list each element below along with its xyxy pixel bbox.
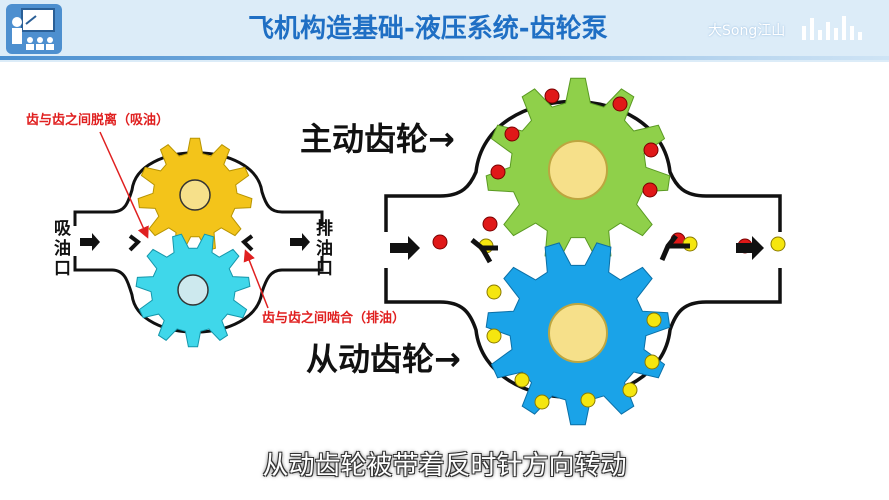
large-flow-split-icon bbox=[470, 238, 498, 264]
oil-particle-red bbox=[432, 234, 448, 250]
large-drive-gear-hub bbox=[548, 140, 608, 200]
oil-particle-yellow bbox=[514, 372, 530, 388]
small-flow-merge-right-icon bbox=[240, 234, 254, 252]
label-mesh-pointer bbox=[243, 249, 269, 309]
outlet-char-2: 油 bbox=[316, 238, 333, 259]
watermark: 大Song江山 bbox=[708, 23, 786, 39]
header-bar bbox=[0, 0, 889, 62]
oil-particle-red bbox=[504, 126, 520, 142]
large-driven-gear-hub bbox=[548, 303, 608, 363]
page-title: 飞机构造基础-液压系统-齿轮泵 bbox=[248, 14, 608, 44]
large-outlet-arrow-icon bbox=[736, 236, 764, 260]
outlet-char-1: 排 bbox=[316, 218, 333, 239]
teacher-logo-icon bbox=[6, 4, 62, 54]
bar-logo-icon bbox=[800, 14, 870, 48]
oil-particle-red bbox=[612, 96, 628, 112]
outlet-char-3: 口 bbox=[316, 259, 333, 279]
inlet-char-3: 口 bbox=[54, 259, 71, 279]
caption-subtitle: 从动齿轮被带着反时针方向转动 bbox=[262, 451, 627, 481]
oil-particle-yellow bbox=[534, 394, 550, 410]
oil-particle-red bbox=[642, 182, 658, 198]
oil-particle-red bbox=[643, 142, 659, 158]
oil-particle-yellow bbox=[486, 284, 502, 300]
header-divider bbox=[0, 56, 889, 60]
oil-particle-yellow bbox=[644, 354, 660, 370]
small-outlet-arrow-icon bbox=[290, 233, 310, 251]
small-inlet-arrow-icon bbox=[80, 233, 100, 251]
label-teeth-mesh: 齿与齿之间啮合（排油） bbox=[262, 310, 405, 326]
small-drive-gear-hub bbox=[179, 179, 211, 211]
inlet-char-2: 油 bbox=[54, 238, 71, 259]
inlet-char-1: 吸 bbox=[54, 219, 72, 239]
label-separate-pointer bbox=[99, 131, 149, 239]
gear-pump-diagram: 齿与齿之间脱离（吸油） 齿与齿之间啮合（排油） 吸 油 口 排 油 口 主动齿轮… bbox=[26, 77, 786, 426]
small-flow-split-left-icon bbox=[128, 234, 142, 252]
drive-gear-label: 主动齿轮→ bbox=[300, 120, 455, 158]
oil-particle-yellow bbox=[646, 312, 662, 328]
large-flow-merge-icon bbox=[659, 234, 690, 261]
oil-particle-yellow bbox=[580, 392, 596, 408]
small-driven-gear-hub bbox=[177, 274, 209, 306]
large-inlet-arrow-icon bbox=[390, 236, 420, 260]
oil-particle-red bbox=[490, 164, 506, 180]
large-pump bbox=[384, 77, 786, 426]
oil-particle-yellow bbox=[622, 382, 638, 398]
oil-particle-red bbox=[482, 216, 498, 232]
oil-particle-red bbox=[544, 88, 560, 104]
label-teeth-separate: 齿与齿之间脱离（吸油） bbox=[26, 112, 169, 128]
oil-particle-yellow bbox=[486, 328, 502, 344]
oil-particle-yellow bbox=[770, 236, 786, 252]
driven-gear-label: 从动齿轮→ bbox=[306, 340, 461, 378]
